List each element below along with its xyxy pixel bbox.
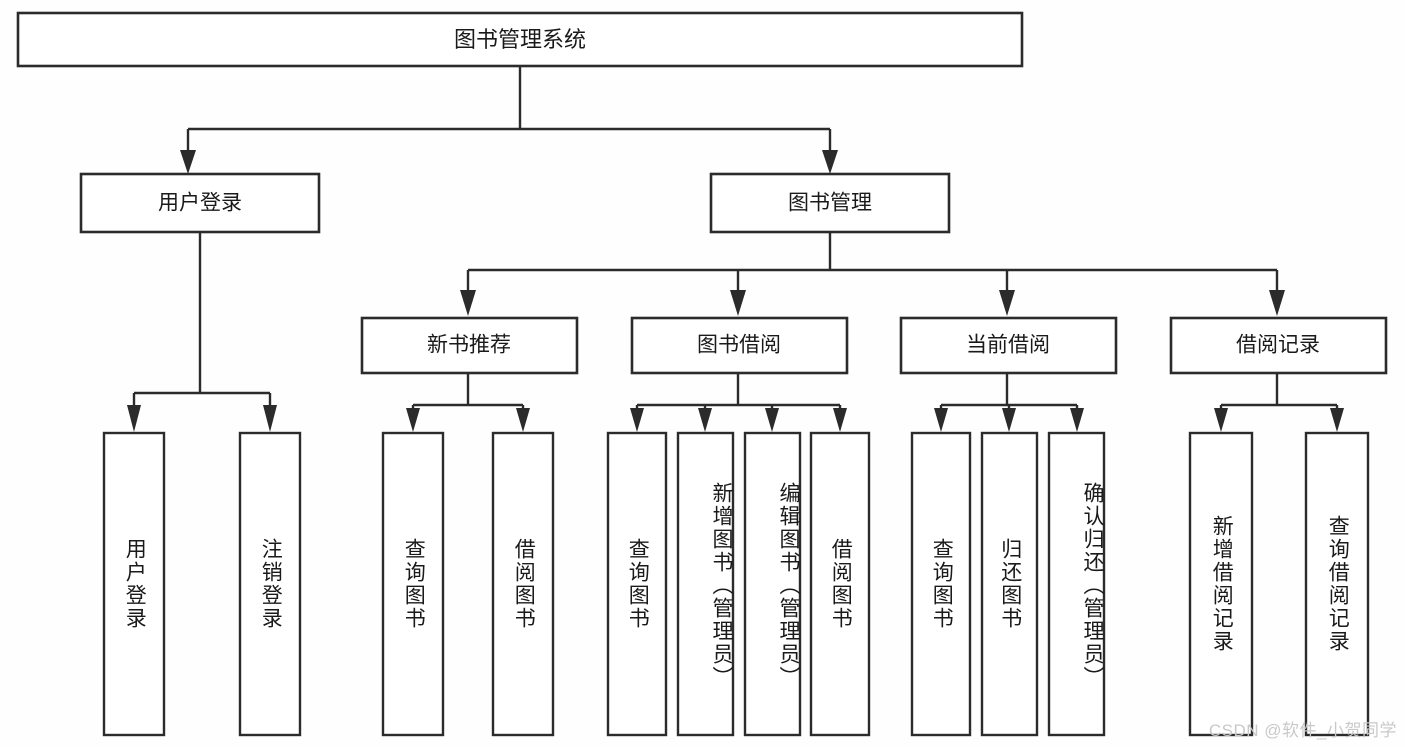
node-borrow-record-label: 借阅记录 [1236,334,1320,357]
arrow-head-leaf-logout-login [263,405,277,432]
node-root-label: 图书管理系统 [454,27,586,52]
arrow-head-leaf-query-record [1330,408,1344,432]
arrow-head-leaf-edit-book [765,408,779,432]
node-leaf-return-book[interactable] [980,431,1039,737]
node-leaf-query-book-2[interactable] [606,431,668,737]
arrow-head-leaf-add-book [698,408,712,432]
arrow-head-leaf-borrow-book-2 [833,408,847,432]
arrow-head-leaf-query-book-3 [934,408,948,432]
edges-layer [127,66,1344,432]
arrow-head-leaf-user-login [127,405,141,432]
node-borrow-record[interactable]: 借阅记录 [1169,316,1388,375]
node-leaf-borrow-book-1[interactable] [491,431,555,737]
node-new-book-rec-label: 新书推荐 [427,334,511,357]
node-current-borrow[interactable]: 当前借阅 [899,316,1118,375]
node-book-borrow-label: 图书借阅 [697,334,781,357]
node-leaf-edit-book[interactable] [743,431,802,737]
node-current-borrow-label: 当前借阅 [966,334,1050,357]
arrow-head-leaf-query-book-1 [406,408,420,432]
arrow-head-leaf-query-book-2 [630,408,644,432]
node-book-manage-label: 图书管理 [788,192,872,215]
node-root[interactable]: 图书管理系统 [16,11,1024,68]
node-leaf-borrow-book-2[interactable] [809,431,871,737]
csdn-watermark: CSDN @软件_小贺同学 [1208,721,1397,740]
node-leaf-logout-login[interactable] [238,431,302,737]
node-book-manage[interactable]: 图书管理 [709,172,951,234]
node-leaf-query-book-1[interactable] [381,431,445,737]
arrow-head-leaf-borrow-book-1 [516,408,530,432]
arrow-head-book-borrow [730,290,746,316]
node-user-login[interactable]: 用户登录 [79,172,321,234]
node-leaf-add-book[interactable] [676,431,735,737]
arrow-head-user-login [180,150,196,174]
node-leaf-query-book-3[interactable] [910,431,972,737]
arrow-head-leaf-return-book [1002,408,1016,432]
node-leaf-confirm-return[interactable] [1047,431,1106,737]
node-leaf-add-record[interactable] [1188,431,1254,737]
arrow-head-borrow-record [1269,290,1285,316]
arrow-head-book-manage [822,150,838,174]
node-book-borrow[interactable]: 图书借阅 [630,316,849,375]
node-leaf-query-record[interactable] [1304,431,1370,737]
nodes-layer: 图书管理系统 用户登录 图书管理 新书推荐 图书借阅 当前 [16,11,1388,737]
node-leaf-user-login[interactable] [102,431,166,737]
node-user-login-label: 用户登录 [158,192,242,215]
node-new-book-rec[interactable]: 新书推荐 [360,316,579,375]
arrow-head-leaf-confirm-return [1070,408,1084,432]
arrow-head-leaf-add-record [1214,408,1228,432]
arrow-head-current-borrow [999,290,1015,316]
arrow-head-new-book-rec [460,290,476,316]
